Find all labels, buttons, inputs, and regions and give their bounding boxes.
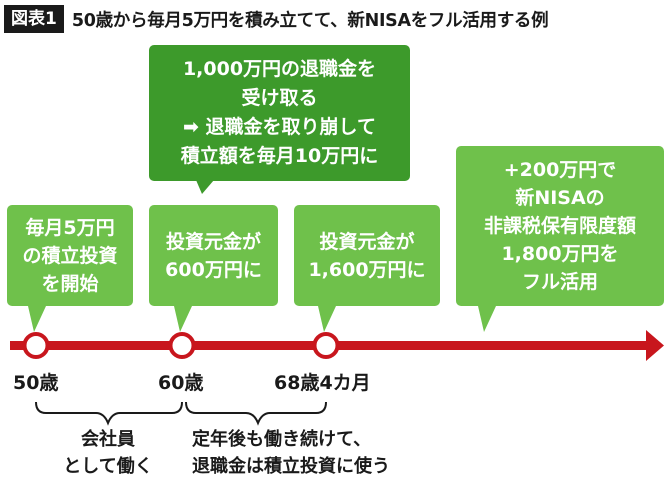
callout-at60-line: 600万円に [165,258,262,281]
period-after-line: 定年後も働き続けて、 [192,429,372,450]
bracket-after [185,401,327,426]
figure-label: 図表1 [4,5,64,33]
period-employee: 会社員 として働く [48,426,168,480]
callout-start: 毎月5万円 の積立投資 を開始 [7,205,133,306]
figure-header: 図表1 50歳から毎月5万円を積み立てて、新NISAをフル活用する例 [4,4,549,34]
callout-final-line: 1,800万円を [501,243,619,265]
period-after: 定年後も働き続けて、 退職金は積立投資に使う [192,426,390,480]
figure-title: 50歳から毎月5万円を積み立てて、新NISAをフル活用する例 [71,10,549,31]
callout-start-line: 毎月5万円 [25,216,115,239]
callout-pointer-start [28,306,46,332]
timeline-arrowhead [646,330,664,361]
callout-at68-line: 投資元金が [319,230,415,253]
callout-at68-line: 1,600万円に [308,258,426,281]
milestone-50 [22,332,50,359]
period-after-line: 退職金は積立投資に使う [192,456,390,477]
period-employee-line: 会社員 [81,429,135,450]
callout-final-line: フル活用 [521,271,598,293]
callout-start-line: の積立投資 [22,244,118,267]
callout-retire-line: 積立額を毎月10万円に [180,145,379,167]
callout-retire-line: 1,000万円の退職金を [182,58,377,80]
callout-retire-line: ➡ 退職金を取り崩して [183,116,376,138]
callout-retire-line: 受け取る [241,87,318,109]
callout-at68: 投資元金が 1,600万円に [294,205,440,306]
period-employee-line: として働く [63,456,153,477]
callout-at60-line: 投資元金が [165,230,261,253]
callout-final-line: +200万円で [503,159,617,181]
milestone-68 [312,332,340,359]
callout-at60: 投資元金が 600万円に [149,205,278,306]
milestone-60 [168,332,196,359]
callout-final: +200万円で 新NISAの 非課税保有限度額 1,800万円を フル活用 [456,146,664,306]
age-label-60: 60歳 [158,372,204,394]
callout-final-line: 非課税保有限度額 [483,215,636,237]
callout-pointer-at68 [318,306,336,332]
callout-retire: 1,000万円の退職金を 受け取る ➡ 退職金を取り崩して 積立額を毎月10万円… [149,45,410,181]
age-label-68: 68歳4カ月 [274,372,371,394]
bracket-employee [35,401,183,426]
callout-pointer-at60 [174,306,192,332]
callout-pointer-final [478,306,496,332]
age-label-50: 50歳 [13,372,59,394]
callout-pointer-retire [196,180,214,194]
callout-start-line: を開始 [41,272,99,295]
callout-final-line: 新NISAの [515,187,605,209]
